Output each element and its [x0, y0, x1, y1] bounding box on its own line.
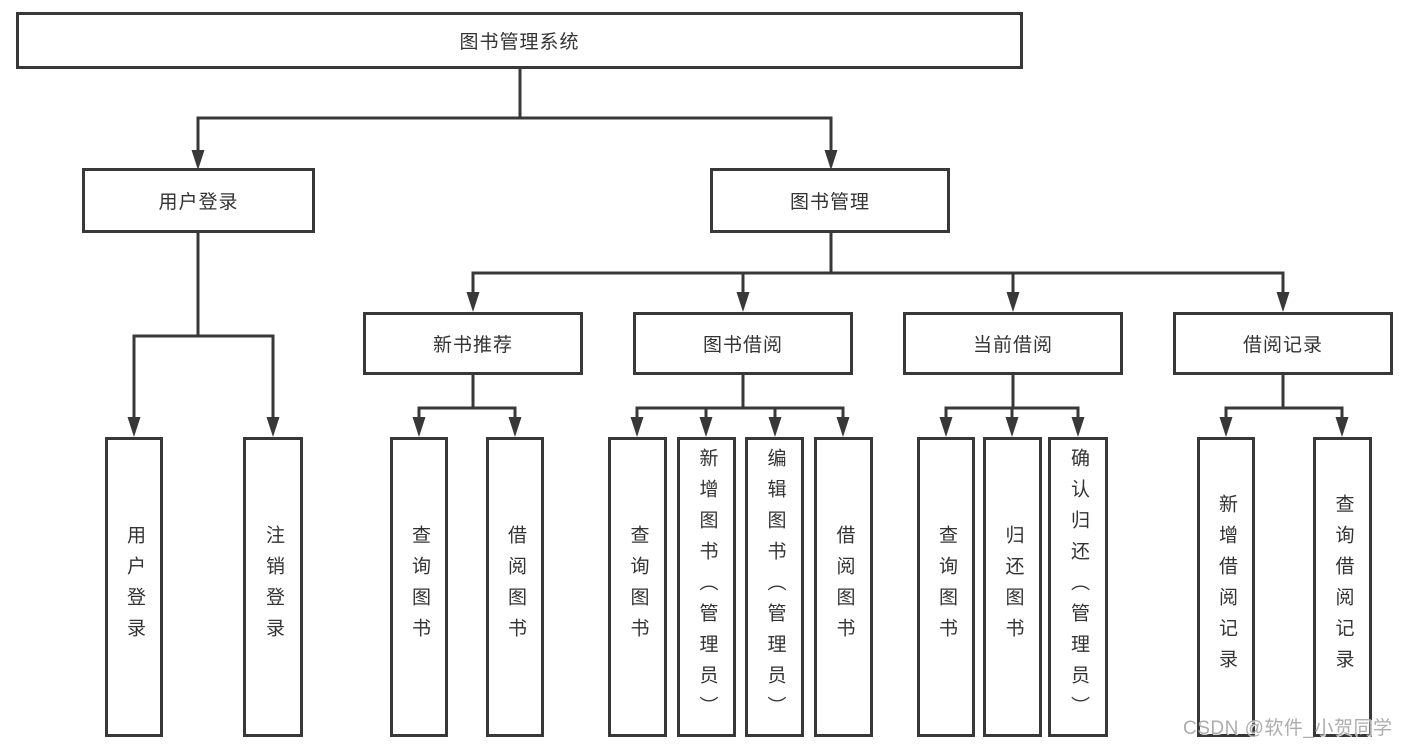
arrow-icon	[1006, 292, 1020, 312]
node-label: 借阅记录	[1242, 335, 1323, 356]
node-label: 归还图书	[1002, 525, 1024, 649]
arrow-icon	[1276, 292, 1290, 312]
node-label: 借阅图书	[833, 525, 855, 649]
arrow-icon	[127, 417, 141, 437]
edge-bookmgmt-split	[471, 231, 1285, 296]
edge-borrow-split	[635, 373, 845, 422]
node-label: 查询图书	[935, 525, 957, 649]
leaf-current-query: 查询图书	[917, 437, 975, 737]
node-label: 用户登录	[123, 525, 145, 649]
arrow-icon	[191, 150, 205, 170]
arrow-icon	[1335, 417, 1349, 437]
node-label: 查询图书	[408, 525, 430, 649]
leaf-borrow-edit-admin: 编辑图书（管理员）	[745, 437, 804, 737]
arrow-icon	[466, 292, 480, 312]
node-label: 新书推荐	[432, 335, 513, 356]
node-label: 图书管理	[789, 192, 870, 213]
arrow-icon	[412, 417, 426, 437]
node-label: 编辑图书（管理员）	[764, 447, 786, 727]
node-new-book-recommend: 新书推荐	[363, 312, 583, 375]
leaf-newbooks-borrow: 借阅图书	[486, 437, 544, 737]
arrow-icon	[630, 417, 644, 437]
leaf-current-confirm-admin: 确认归还（管理员）	[1048, 437, 1108, 737]
node-user-login: 用户登录	[82, 168, 315, 233]
edge-current-split	[944, 373, 1080, 422]
arrow-icon	[699, 417, 713, 437]
leaf-records-query: 查询借阅记录	[1313, 437, 1372, 737]
edge-records-split	[1224, 373, 1344, 422]
csdn-watermark: CSDN @软件_小贺同学	[1183, 718, 1393, 739]
arrow-icon	[768, 417, 782, 437]
node-label: 新增图书（管理员）	[696, 447, 718, 727]
edge-root-split	[196, 67, 833, 154]
arrow-icon	[1219, 417, 1233, 437]
node-label: 用户登录	[158, 192, 239, 213]
node-label: 查询图书	[627, 525, 649, 649]
leaf-user-login: 用户登录	[105, 437, 163, 737]
node-label: 查询借阅记录	[1332, 494, 1354, 680]
node-label: 图书借阅	[702, 335, 783, 356]
leaf-current-return: 归还图书	[983, 437, 1042, 737]
node-label: 图书管理系统	[459, 32, 580, 53]
leaf-newbooks-query: 查询图书	[390, 437, 448, 737]
arrow-icon	[1005, 417, 1019, 437]
leaf-records-add: 新增借阅记录	[1197, 437, 1255, 737]
node-label: 新增借阅记录	[1215, 494, 1237, 680]
arrow-icon	[824, 150, 838, 170]
arrow-icon	[939, 417, 953, 437]
arrow-icon	[266, 417, 280, 437]
arrow-icon	[1071, 417, 1085, 437]
node-borrow-records: 借阅记录	[1173, 312, 1393, 375]
leaf-borrow-query: 查询图书	[608, 437, 667, 737]
node-book-borrow: 图书借阅	[633, 312, 853, 375]
arrow-icon	[736, 292, 750, 312]
node-book-management: 图书管理	[710, 168, 950, 233]
node-label: 当前借阅	[972, 335, 1053, 356]
node-label: 注销登录	[262, 525, 284, 649]
node-root-system: 图书管理系统	[16, 12, 1023, 69]
edge-newbooks-split	[417, 373, 517, 422]
arrow-icon	[836, 417, 850, 437]
edge-userlogin-split	[132, 231, 275, 421]
node-label: 确认归还（管理员）	[1067, 447, 1089, 727]
leaf-borrow-borrow: 借阅图书	[814, 437, 873, 737]
leaf-logout: 注销登录	[243, 437, 303, 737]
node-label: 借阅图书	[504, 525, 526, 649]
leaf-borrow-add-admin: 新增图书（管理员）	[677, 437, 736, 737]
arrow-icon	[508, 417, 522, 437]
node-current-borrow: 当前借阅	[903, 312, 1123, 375]
